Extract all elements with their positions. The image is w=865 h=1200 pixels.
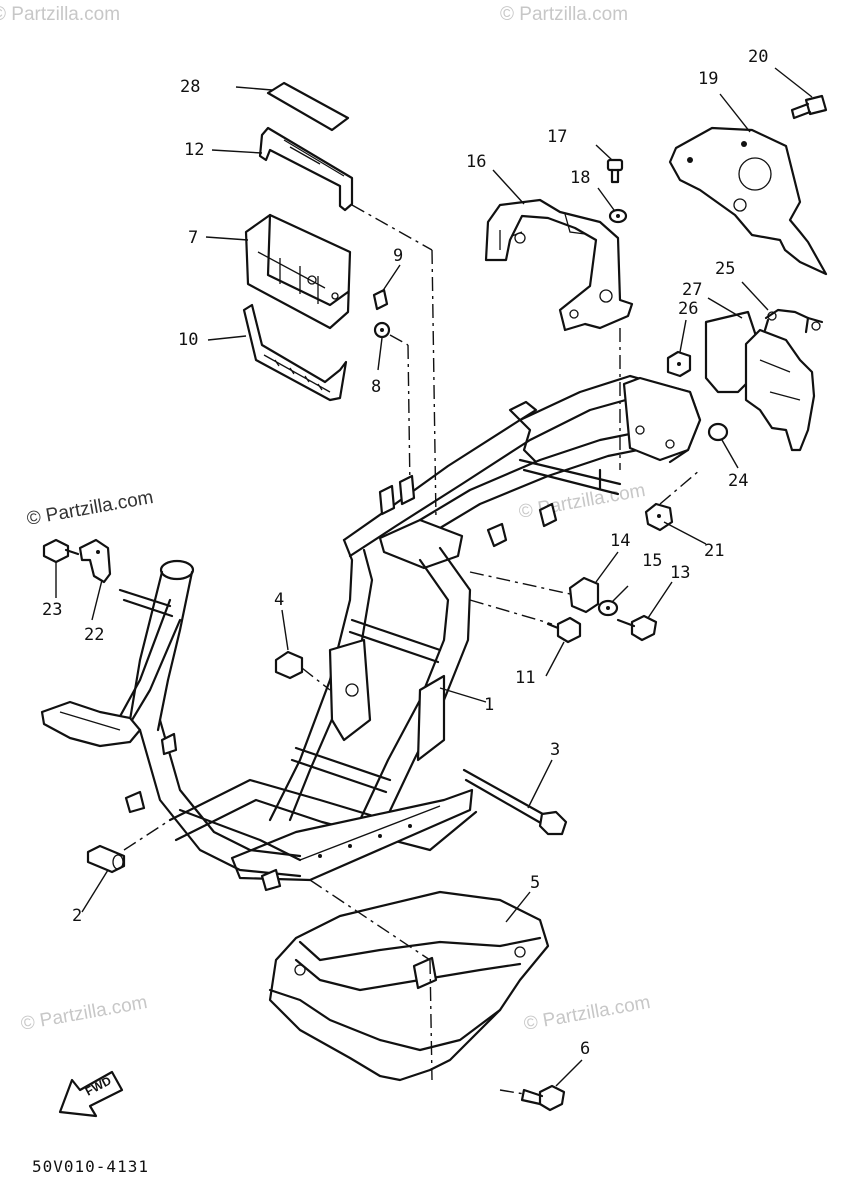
part-1-frame xyxy=(40,374,702,892)
callout-3: 3 xyxy=(550,740,560,760)
callout-11: 11 xyxy=(515,668,535,688)
part-5-under-cover xyxy=(268,879,550,1082)
callout-13: 13 xyxy=(670,563,690,583)
callout-21: 21 xyxy=(704,541,724,561)
callout-12: 12 xyxy=(184,140,204,160)
watermark-top-center: © Partzilla.com xyxy=(500,4,628,25)
diagram-code: 50V010-4131 xyxy=(32,1157,149,1176)
callout-7: 7 xyxy=(188,228,198,248)
part-23-bolt xyxy=(42,538,80,598)
callout-18: 18 xyxy=(570,168,590,188)
fwd-arrow-icon: FWD xyxy=(58,1070,124,1118)
part-27-bracket xyxy=(704,297,816,452)
callout-16: 16 xyxy=(466,152,486,172)
part-25-bracket xyxy=(741,281,824,334)
callout-5: 5 xyxy=(530,873,540,893)
part-28-pad xyxy=(235,81,350,132)
part-11-bolt xyxy=(469,599,582,677)
part-9-clip xyxy=(372,264,401,311)
part-7-battery-box xyxy=(205,213,352,330)
part-15-washer xyxy=(597,585,629,617)
callout-6: 6 xyxy=(580,1039,590,1059)
part-16-bracket xyxy=(484,169,634,470)
callout-28: 28 xyxy=(180,77,200,97)
part-18-washer xyxy=(597,187,628,224)
watermark-bottom-right: © Partzilla.com xyxy=(522,992,652,1035)
part-26-nut xyxy=(666,319,692,378)
part-3-long-bolt xyxy=(462,759,568,836)
part-4-damper xyxy=(274,609,331,691)
part-13-bolt xyxy=(616,581,673,642)
callout-1: 1 xyxy=(484,695,494,715)
callout-22: 22 xyxy=(84,625,104,645)
part-20-bolt xyxy=(774,67,828,120)
watermark-bottom-left: © Partzilla.com xyxy=(19,992,149,1035)
watermark-top-left: © Partzilla.com xyxy=(0,4,120,25)
part-2-collar xyxy=(81,819,171,913)
callout-labels: 1 2 3 4 5 6 7 8 9 10 11 12 13 14 15 16 1… xyxy=(42,47,768,1059)
callout-24: 24 xyxy=(728,471,748,491)
callout-20: 20 xyxy=(748,47,768,67)
callout-14: 14 xyxy=(610,531,630,551)
callout-27: 27 xyxy=(682,280,702,300)
part-21-nut xyxy=(644,469,707,545)
callout-4: 4 xyxy=(274,590,284,610)
callout-26: 26 xyxy=(678,299,698,319)
callout-19: 19 xyxy=(698,69,718,89)
callout-23: 23 xyxy=(42,600,62,620)
watermark-mid-center: © Partzilla.com xyxy=(517,480,647,523)
part-22-bracket xyxy=(78,538,112,621)
callout-9: 9 xyxy=(393,246,403,266)
part-19-plate xyxy=(668,93,828,276)
part-14-collar xyxy=(469,551,619,614)
callout-15: 15 xyxy=(642,551,662,571)
watermark-mid-left: © Partzilla.com xyxy=(25,487,155,530)
part-6-bolt xyxy=(499,1059,583,1112)
part-17-bolt xyxy=(595,144,624,184)
part-24-cap xyxy=(707,422,739,469)
callout-10: 10 xyxy=(178,330,198,350)
callout-17: 17 xyxy=(547,127,567,147)
callout-25: 25 xyxy=(715,259,735,279)
part-10-band xyxy=(207,303,348,402)
callout-8: 8 xyxy=(371,377,381,397)
callout-2: 2 xyxy=(72,906,82,926)
part-8-damper xyxy=(373,321,411,491)
